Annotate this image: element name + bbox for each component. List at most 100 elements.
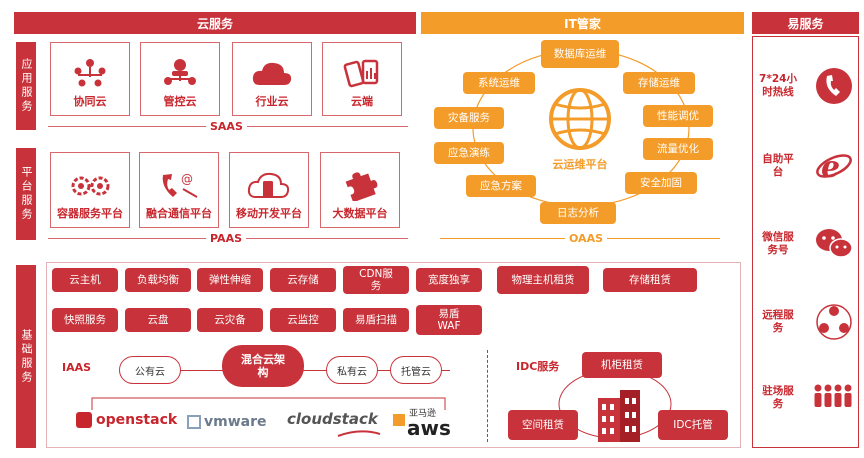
paas-card-mobile[interactable]: 移动开发平台	[229, 152, 309, 228]
easy-item-label: 7*24小时热线	[759, 73, 797, 98]
iaas-item[interactable]: 快照服务	[52, 308, 118, 332]
easy-item-label: 驻场服务	[762, 385, 794, 410]
saas-card-control[interactable]: 管控云	[140, 42, 220, 116]
oaas-label: OAAS	[565, 232, 608, 245]
private-cloud[interactable]: 私有云	[326, 356, 378, 384]
iaas-item[interactable]: 云灾备	[197, 308, 263, 332]
idc-divider	[487, 350, 488, 442]
easy-item-remote[interactable]: 远程服务	[758, 302, 854, 342]
vmware-icon	[187, 415, 201, 429]
openstack-icon	[76, 412, 92, 428]
saas-card-collab[interactable]: 协同云	[50, 42, 130, 116]
people-icon	[814, 384, 852, 407]
gear-icon	[71, 176, 110, 196]
saas-card-label: 协同云	[73, 95, 107, 108]
puzzle-icon	[345, 172, 378, 201]
saas-card-label: 行业云	[255, 95, 289, 108]
iaas-item[interactable]: 宽度独享	[416, 268, 482, 292]
saas-card-label: 管控云	[163, 95, 197, 108]
idc-item[interactable]: IDC托管	[658, 410, 728, 440]
storage-item[interactable]: 存储租赁	[603, 268, 697, 292]
mobile-cloud-icon	[247, 172, 290, 198]
phone-icon	[816, 68, 852, 104]
oaas-item[interactable]: 安全加固	[625, 172, 697, 194]
building-icon	[598, 390, 640, 442]
oaas-item[interactable]: 系统运维	[463, 72, 535, 94]
easy-service-header: 易服务	[752, 12, 859, 34]
openstack-text: openstack	[96, 412, 178, 428]
aws-box-icon	[393, 414, 405, 426]
aws-logo: 亚马逊 aws	[393, 406, 455, 442]
svg-text:@: @	[181, 172, 193, 186]
easy-item-onsite[interactable]: 驻场服务	[758, 382, 854, 414]
hybrid-cloud[interactable]: 混合云架构	[222, 345, 304, 387]
idc-item[interactable]: 空间租赁	[508, 410, 578, 440]
saas-label: SAAS	[206, 120, 247, 133]
iaas-item[interactable]: 云存储	[270, 268, 336, 292]
cloudstack-logo: cloudstack	[287, 410, 378, 428]
oaas-item[interactable]: 性能调优	[643, 105, 713, 127]
iaas-item[interactable]: 易盾WAF	[416, 305, 482, 335]
storage-item[interactable]: 物理主机租赁	[497, 266, 589, 294]
easy-service-panel	[752, 36, 859, 448]
it-manager-title: IT管家	[564, 16, 601, 31]
easy-item-selfservice[interactable]: 自助平台 e	[758, 146, 854, 186]
iaas-item[interactable]: 弹性伸缩	[197, 268, 263, 292]
cloud-service-title: 云服务	[196, 16, 233, 31]
communication-icon: @	[162, 172, 198, 198]
ops-platform-label: 云运维平台	[552, 158, 608, 171]
iaas-item[interactable]: 易盾扫描	[343, 308, 409, 332]
openstack-logo: openstack	[76, 412, 177, 428]
oaas-item[interactable]: 流量优化	[643, 138, 713, 160]
oaas-item[interactable]: 灾备服务	[434, 107, 504, 129]
oaas-item[interactable]: 数据库运维	[541, 40, 619, 68]
aws-cn-text: 亚马逊	[409, 409, 437, 419]
cloud-icon	[252, 62, 292, 85]
oaas-item[interactable]: 应急方案	[466, 175, 536, 197]
saas-card-endpoint[interactable]: 云端	[322, 42, 402, 116]
easy-item-label: 自助平台	[762, 153, 794, 178]
paas-label: PAAS	[206, 232, 247, 245]
remote-icon	[816, 304, 852, 340]
paas-card-label: 容器服务平台	[57, 207, 123, 220]
paas-card-label: 大数据平台	[332, 207, 388, 220]
base-service-frame	[46, 262, 741, 448]
paas-card-label: 移动开发平台	[236, 207, 302, 220]
easy-item-label: 远程服务	[762, 309, 794, 334]
paas-card-container[interactable]: 容器服务平台	[50, 152, 130, 228]
ops-platform-hub: 云运维平台	[535, 86, 625, 182]
cloudstack-text: cloudstack	[287, 410, 378, 428]
hosted-cloud[interactable]: 托管云	[390, 356, 442, 384]
logo-bracket	[91, 397, 446, 410]
wechat-icon	[816, 229, 853, 258]
paas-card-comm[interactable]: @ 融合通信平台	[139, 152, 219, 228]
vmware-logo: vmware	[187, 414, 267, 430]
side-label-app: 应用服务	[16, 42, 36, 130]
easy-item-label: 微信服务号	[762, 231, 794, 256]
public-cloud[interactable]: 公有云	[119, 356, 181, 384]
iaas-item[interactable]: CDN服务	[343, 266, 409, 294]
oaas-item[interactable]: 应急演练	[434, 142, 504, 164]
idc-label: IDC服务	[516, 360, 560, 373]
paas-card-label: 融合通信平台	[146, 207, 212, 220]
iaas-item[interactable]: 负载均衡	[125, 268, 191, 292]
idc-item[interactable]: 机柜租赁	[582, 352, 662, 378]
easy-service-title: 易服务	[787, 16, 824, 31]
ie-icon: e	[816, 150, 852, 185]
easy-item-wechat[interactable]: 微信服务号	[758, 226, 854, 262]
iaas-item[interactable]: 云盘	[125, 308, 191, 332]
cloudstack-swoosh-icon	[337, 430, 381, 437]
it-manager-header: IT管家	[421, 12, 744, 34]
control-icon	[164, 59, 196, 85]
paas-card-bigdata[interactable]: 大数据平台	[320, 152, 400, 228]
iaas-item[interactable]: 云主机	[52, 268, 118, 292]
saas-card-label: 云端	[351, 95, 373, 108]
iaas-label: IAAS	[62, 361, 92, 374]
iaas-item[interactable]: 云监控	[270, 308, 336, 332]
easy-item-hotline[interactable]: 7*24小时热线	[758, 66, 854, 106]
globe-icon	[549, 88, 611, 150]
oaas-item[interactable]: 日志分析	[540, 202, 616, 224]
saas-card-industry[interactable]: 行业云	[232, 42, 312, 116]
oaas-item[interactable]: 存储运维	[623, 72, 695, 94]
hybrid-cloud-label: 混合云架构	[241, 352, 285, 379]
